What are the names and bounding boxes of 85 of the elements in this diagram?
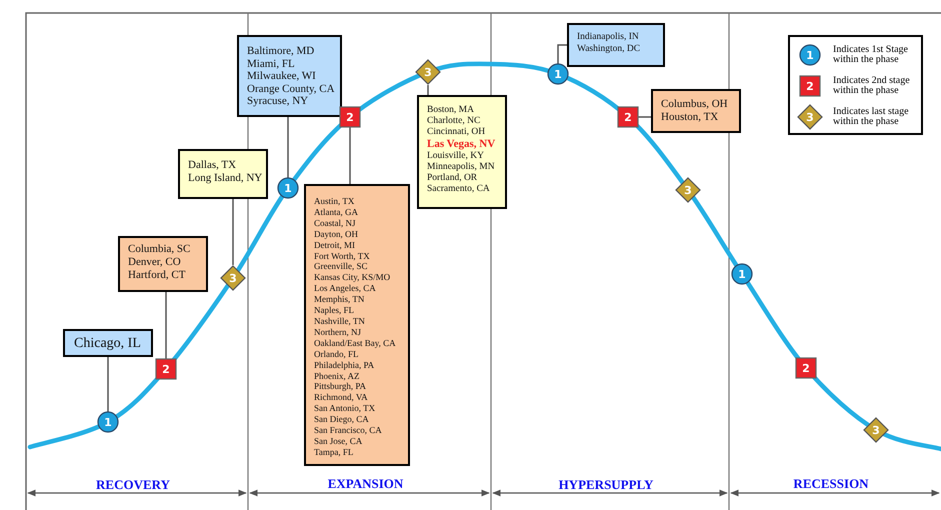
city-name: Pittsburgh, PA: [314, 381, 368, 392]
leader-line: [557, 44, 567, 64]
city-list-box: [417, 95, 507, 209]
legend-square-sample: 2: [799, 75, 821, 97]
leader-line: [638, 116, 651, 118]
stage-square-marker: 2: [155, 358, 177, 380]
city-name: Long Island, NY: [188, 172, 264, 185]
city-name: Greenville, SC: [314, 261, 368, 272]
legend-text: Indicates 2nd stage within the phase: [833, 76, 911, 96]
city-name: Detroit, MI: [314, 240, 356, 251]
city-name: Orlando, FL: [314, 348, 360, 360]
leader-line: [165, 292, 167, 359]
city-name: Phoenix, AZ: [314, 370, 361, 382]
city-name: Miami, FL: [247, 58, 296, 70]
leader-line: [107, 357, 109, 412]
city-name: Syracuse, NY: [247, 95, 310, 108]
city-name: Louisville, KY: [427, 151, 485, 162]
city-name: Chicago, IL: [74, 336, 142, 352]
phase-label: RECOVERY: [96, 477, 170, 493]
city-name: Philadelphia, PA: [314, 360, 376, 370]
city-name: Los Angeles, CA: [314, 283, 377, 294]
stage-diamond-marker: 3: [415, 59, 441, 85]
city-name: Oakland/East Bay, CA: [314, 338, 397, 349]
stage-diamond-marker: 3: [220, 265, 246, 291]
stage-diamond-marker: 3: [863, 417, 889, 443]
legend-text: Indicates 1st Stage within the phase: [833, 45, 909, 65]
stage-circle-marker: 1: [731, 263, 753, 285]
city-name: Nashville, TN: [314, 316, 366, 327]
city-name: Houston, TX: [661, 111, 720, 124]
leader-line: [427, 85, 429, 95]
city-list-box: [567, 23, 665, 67]
stage-square-marker: 2: [339, 106, 361, 128]
city-name: Northern, NJ: [314, 326, 362, 338]
city-list-box: [304, 184, 410, 466]
leader-line: [232, 199, 234, 265]
city-name: Hartford, CT: [128, 269, 186, 282]
city-list-box: [237, 35, 342, 117]
city-name: Las Vegas, NV: [427, 138, 496, 151]
city-list-box: [178, 149, 268, 199]
city-name: Atlanta, GA: [314, 206, 359, 218]
legend-diamond-sample: 3: [797, 104, 823, 130]
phase-label: RECESSION: [793, 476, 869, 492]
city-name: Orange County, CA: [247, 82, 336, 95]
city-name: Cincinnati, OH: [427, 127, 486, 138]
city-name: Memphis, TN: [314, 294, 366, 306]
city-name: Minneapolis, MN: [427, 162, 496, 173]
stage-diamond-marker: 3: [675, 177, 701, 203]
stage-square-marker: 2: [795, 357, 817, 379]
stage-square-marker: 2: [617, 106, 639, 128]
city-name: San Antonio, TX: [314, 403, 376, 414]
city-list-box: [63, 329, 153, 357]
stage-circle-marker: 1: [97, 411, 119, 433]
city-name: San Diego, CA: [314, 414, 370, 426]
legend-circle-sample: 1: [799, 44, 821, 66]
city-list-box: [651, 89, 741, 133]
city-name: Charlotte, NC: [427, 116, 482, 127]
city-name: San Jose, CA: [314, 436, 364, 447]
phase-label: EXPANSION: [328, 476, 404, 492]
city-list-box: [118, 236, 208, 292]
city-name: Indianapolis, IN: [577, 32, 640, 44]
legend-text: Indicates last stage within the phase: [833, 107, 910, 127]
stage-circle-marker: 1: [277, 177, 299, 199]
phase-label: HYPERSUPPLY: [558, 477, 654, 493]
city-name: Portland, OR: [427, 173, 478, 184]
city-name: Denver, CO: [128, 256, 182, 269]
city-name: Boston, MA: [427, 105, 475, 116]
leader-line: [349, 127, 351, 184]
city-name: Kansas City, KS/MO: [314, 272, 392, 284]
city-name: Fort Worth, TX: [314, 250, 371, 262]
leader-line: [287, 117, 289, 178]
city-name: Milwaukee, WI: [247, 70, 317, 82]
city-name: Washington, DC: [577, 44, 642, 55]
city-name: Naples, FL: [314, 305, 355, 316]
city-name: Austin, TX: [314, 196, 356, 207]
stage-circle-marker: 1: [547, 63, 569, 85]
city-name: Columbus, OH: [661, 98, 729, 111]
city-name: San Francisco, CA: [314, 425, 383, 436]
city-name: Richmond, VA: [314, 392, 369, 404]
city-name: Columbia, SC: [128, 243, 192, 256]
city-name: Coastal, NJ: [314, 218, 356, 229]
city-name: Dayton, OH: [314, 228, 359, 240]
city-name: Tampa, FL: [314, 446, 354, 458]
city-name: Baltimore, MD: [247, 45, 316, 58]
city-name: Sacramento, CA: [427, 184, 491, 195]
city-name: Dallas, TX: [188, 159, 238, 172]
